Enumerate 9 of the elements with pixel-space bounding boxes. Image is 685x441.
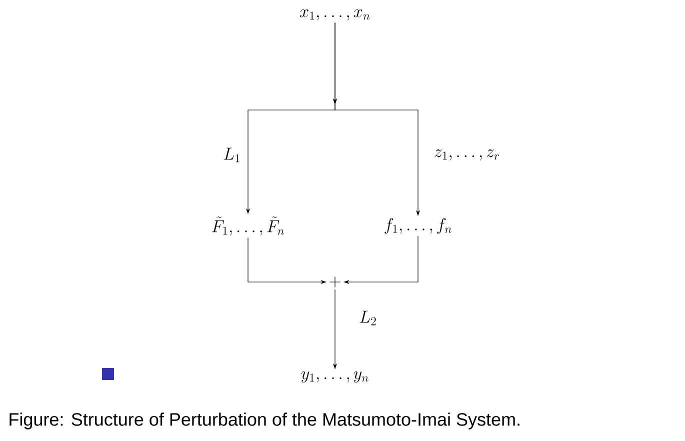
- edge-label: $L_1$: [224, 148, 240, 162]
- formula-text: $f_1, \ldots, f_n$: [384, 218, 452, 234]
- formula-text: $y_1, \ldots, y_n$: [301, 371, 368, 383]
- caption: Figure: Structure of Perturbation of the Matsumoto-Imai System.: [10, 412, 520, 430]
- formula-text: $\tilde{F}_1, \ldots, \tilde{F}_n$: [212, 216, 284, 236]
- operator-symbol: $+$: [330, 276, 340, 288]
- edge-label: $L_2$: [360, 310, 376, 326]
- formula-text: $x_1, \ldots, x_n$: [300, 9, 370, 20]
- edge-label: $z_1, \ldots, z_r$: [434, 149, 500, 160]
